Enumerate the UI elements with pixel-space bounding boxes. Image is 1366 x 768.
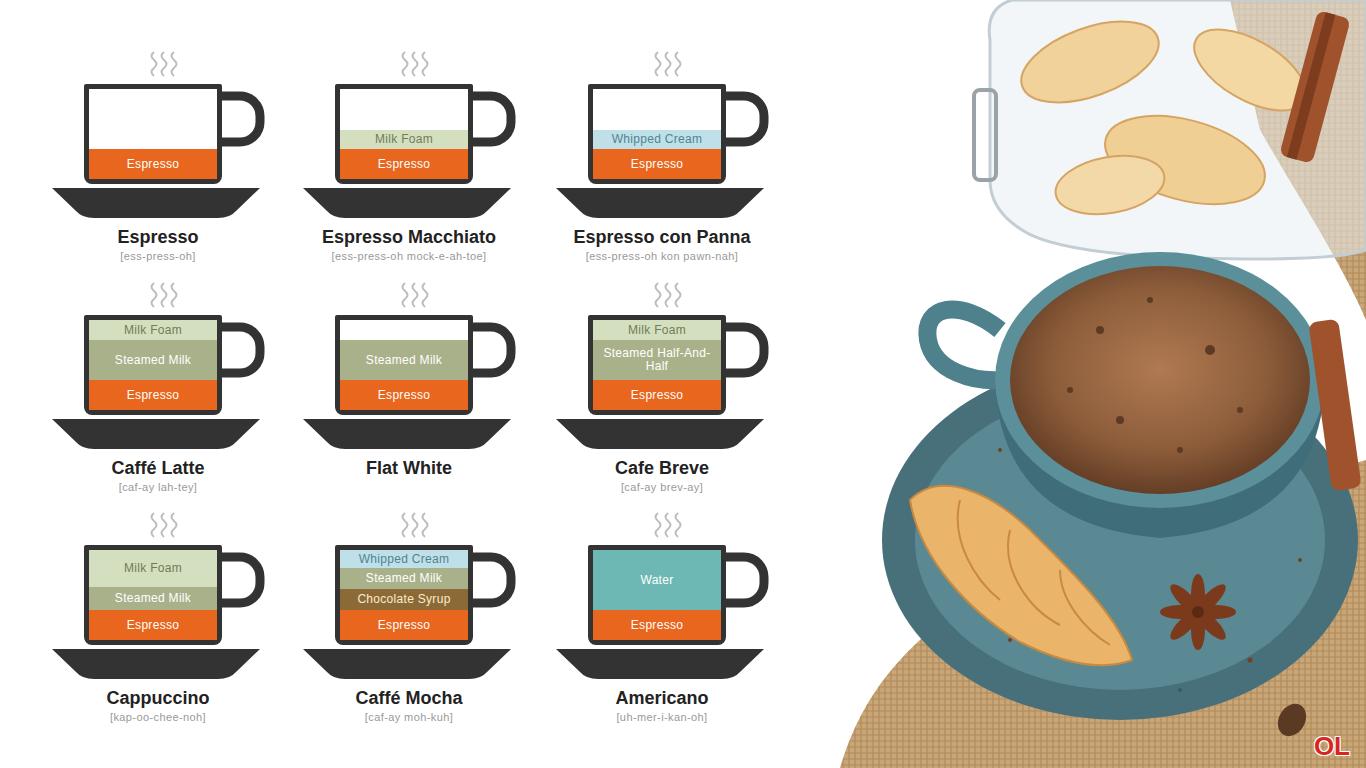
drink-name: Caffé Latte bbox=[29, 457, 287, 479]
watermark: OL bbox=[1314, 731, 1350, 762]
pronunciation: [ess-press-oh kon pawn-nah] bbox=[533, 249, 791, 263]
espresso-layer: Espresso bbox=[593, 380, 721, 410]
pronunciation: [caf-ay lah-tey] bbox=[29, 480, 287, 494]
cup-outline: Cafe Breve[caf-ay brev-ay]Milk FoamSteam… bbox=[588, 315, 726, 415]
milk-foam-layer: Milk Foam bbox=[340, 130, 468, 149]
cup-outline: Espresso Macchiato[ess-press-oh mock-e-a… bbox=[335, 84, 473, 184]
drink-name: Cappuccino bbox=[29, 687, 287, 709]
pronunciation: [caf-ay brev-ay] bbox=[533, 480, 791, 494]
glass-jar bbox=[974, 0, 1366, 259]
milk-foam-layer: Milk Foam bbox=[89, 550, 217, 587]
layer-label: Espresso bbox=[374, 389, 434, 402]
layer-label: Espresso bbox=[627, 619, 687, 632]
espresso-layer: Espresso bbox=[89, 149, 217, 179]
pronunciation: [ess-press-oh] bbox=[29, 249, 287, 263]
layer-label: Steamed Milk bbox=[362, 572, 446, 585]
cup-outline: Espresso con Panna[ess-press-oh kon pawn… bbox=[588, 84, 726, 184]
layer-label: Espresso bbox=[374, 158, 434, 171]
steamed-milk-layer: Steamed Half-And-Half bbox=[593, 340, 721, 380]
milk-foam-layer: Milk Foam bbox=[593, 320, 721, 340]
coffee-cup bbox=[927, 252, 1325, 538]
cup-outline: Caffé Mocha[caf-ay moh-kuh]Whipped Cream… bbox=[335, 545, 473, 645]
espresso-layer: Espresso bbox=[89, 380, 217, 410]
cup-outline: Flat WhiteSteamed MilkEspresso bbox=[335, 315, 473, 415]
espresso-layer: Espresso bbox=[340, 380, 468, 410]
layer-label: Espresso bbox=[123, 158, 183, 171]
whipped-cream-layer: Whipped Cream bbox=[340, 550, 468, 568]
cinnamon-stick bbox=[1308, 319, 1361, 492]
cup-outline: Cappuccino[kap-oo-chee-noh]Milk FoamStea… bbox=[84, 545, 222, 645]
layer-label: Steamed Milk bbox=[111, 354, 195, 367]
star-anise bbox=[1160, 574, 1236, 650]
layer-label: Milk Foam bbox=[120, 562, 186, 575]
coffee-photo bbox=[840, 0, 1366, 768]
drink-name: Americano bbox=[533, 687, 791, 709]
layer-label: Steamed Milk bbox=[362, 354, 446, 367]
layer-label: Milk Foam bbox=[120, 324, 186, 337]
milk-foam-layer: Milk Foam bbox=[89, 320, 217, 340]
layer-label: Water bbox=[636, 574, 677, 587]
drink-name: Espresso bbox=[29, 226, 287, 248]
pronunciation: [caf-ay moh-kuh] bbox=[280, 710, 538, 724]
layer-label: Espresso bbox=[123, 389, 183, 402]
drink-name: Espresso con Panna bbox=[533, 226, 791, 248]
steamed-milk-layer: Steamed Milk bbox=[89, 587, 217, 610]
drink-name: Caffé Mocha bbox=[280, 687, 538, 709]
pronunciation: [uh-mer-i-kan-oh] bbox=[533, 710, 791, 724]
espresso-layer: Espresso bbox=[340, 149, 468, 179]
cup-decorations bbox=[52, 52, 764, 679]
cup-outline: Caffé Latte[caf-ay lah-tey]Milk FoamStea… bbox=[84, 315, 222, 415]
drink-name: Cafe Breve bbox=[533, 457, 791, 479]
drink-name: Espresso Macchiato bbox=[280, 226, 538, 248]
layer-label: Espresso bbox=[627, 158, 687, 171]
croissant bbox=[910, 486, 1132, 665]
pronunciation: [ess-press-oh mock-e-ah-toe] bbox=[280, 249, 538, 263]
cup-outline: Espresso[ess-press-oh]Espresso bbox=[84, 84, 222, 184]
whipped-cream-layer: Whipped Cream bbox=[593, 130, 721, 149]
espresso-layer: Espresso bbox=[89, 610, 217, 640]
cup-outline: Americano[uh-mer-i-kan-oh]WaterEspresso bbox=[588, 545, 726, 645]
steamed-milk-layer: Steamed Milk bbox=[340, 340, 468, 380]
layer-label: Whipped Cream bbox=[608, 133, 707, 146]
layer-label: Espresso bbox=[123, 619, 183, 632]
layer-label: Whipped Cream bbox=[355, 553, 454, 566]
layer-label: Steamed Half-And-Half bbox=[593, 347, 721, 373]
espresso-layer: Espresso bbox=[593, 149, 721, 179]
layer-label: Espresso bbox=[374, 619, 434, 632]
drink-name: Flat White bbox=[280, 457, 538, 479]
layer-label: Espresso bbox=[627, 389, 687, 402]
water-layer: Water bbox=[593, 550, 721, 610]
layer-label: Chocolate Syrup bbox=[353, 593, 454, 606]
espresso-layer: Espresso bbox=[340, 610, 468, 640]
espresso-layer: Espresso bbox=[593, 610, 721, 640]
layer-label: Milk Foam bbox=[624, 324, 690, 337]
layer-label: Milk Foam bbox=[371, 133, 437, 146]
logo-bean bbox=[1272, 699, 1312, 741]
chocolate-layer: Chocolate Syrup bbox=[340, 589, 468, 610]
pronunciation: [kap-oo-chee-noh] bbox=[29, 710, 287, 724]
steamed-milk-layer: Steamed Milk bbox=[89, 340, 217, 380]
steamed-milk-layer: Steamed Milk bbox=[340, 568, 468, 589]
layer-label: Steamed Milk bbox=[111, 592, 195, 605]
